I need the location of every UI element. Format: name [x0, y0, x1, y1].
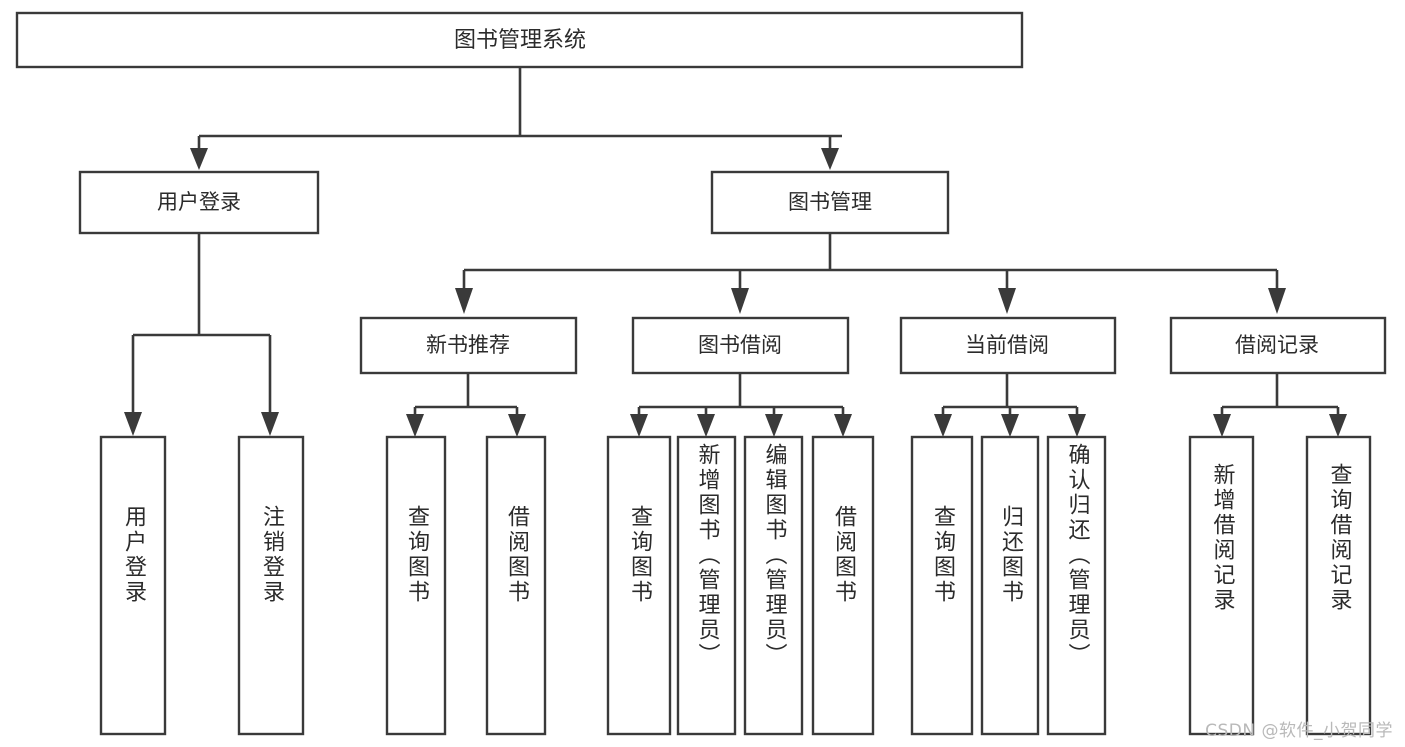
node-label-book-borrow: 图书借阅 — [698, 333, 782, 357]
connector-bookmgmt-to-level3 — [455, 233, 1286, 314]
leaf-box[interactable] — [743, 435, 804, 736]
node-label-book-management: 图书管理 — [788, 190, 872, 214]
connector-borrowrecord-to-leaves — [1213, 373, 1347, 437]
leaf-box[interactable] — [980, 435, 1040, 736]
leaf-box[interactable] — [1188, 435, 1255, 736]
node-book-management[interactable] — [710, 170, 950, 235]
connector-currentborrow-to-leaves — [934, 373, 1086, 437]
leaf-box[interactable] — [385, 435, 447, 736]
connector-bookborrow-to-leaves — [630, 373, 852, 437]
node-label-new-book-recommend: 新书推荐 — [426, 333, 510, 357]
watermark: CSDN @软件_小贺同学 — [1205, 721, 1393, 741]
node-label-current-borrow: 当前借阅 — [965, 333, 1049, 357]
node-user-login[interactable] — [78, 170, 320, 235]
connector-root-to-level2 — [190, 67, 842, 170]
node-label-user-login: 用户登录 — [157, 190, 241, 214]
leaf-box[interactable] — [1046, 435, 1107, 736]
leaf-box[interactable] — [676, 435, 737, 736]
leaf-box[interactable] — [1305, 435, 1372, 736]
leaf-box[interactable] — [606, 435, 672, 736]
leaf-box[interactable] — [237, 435, 305, 736]
node-current-borrow[interactable] — [899, 316, 1117, 375]
leaf-box[interactable] — [910, 435, 974, 736]
node-new-book-recommend[interactable] — [359, 316, 578, 375]
node-borrow-record[interactable] — [1169, 316, 1387, 375]
node-label-root: 图书管理系统 — [454, 28, 586, 53]
leaf-box[interactable] — [811, 435, 875, 736]
leaf-box[interactable] — [485, 435, 547, 736]
connector-userlogin-to-leaves — [124, 233, 279, 436]
node-root[interactable] — [15, 11, 1024, 69]
connector-newbook-to-leaves — [406, 373, 526, 437]
node-label-borrow-record: 借阅记录 — [1235, 333, 1319, 357]
leaf-box[interactable] — [99, 435, 167, 736]
node-book-borrow[interactable] — [631, 316, 850, 375]
